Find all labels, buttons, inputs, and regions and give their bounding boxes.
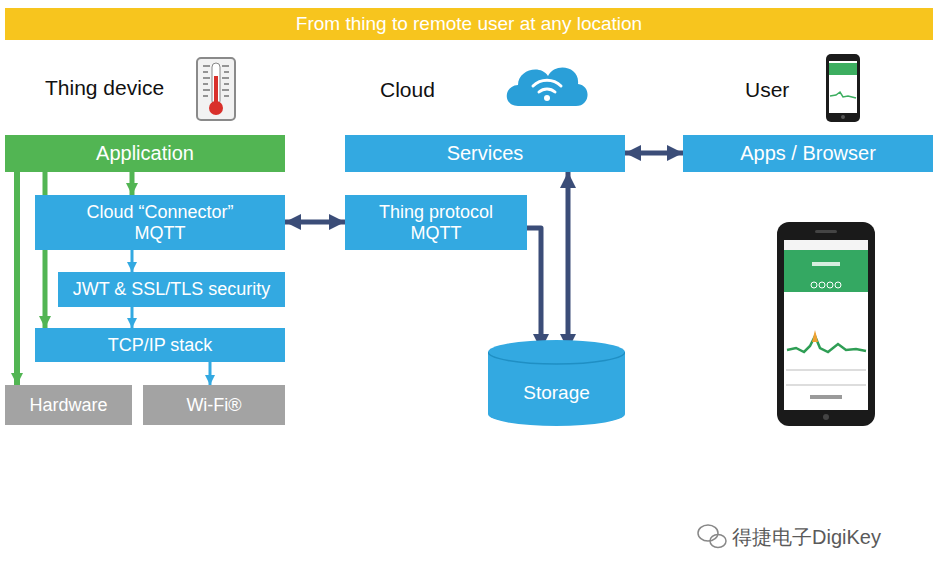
protocol-box: Thing protocol MQTT <box>345 195 527 250</box>
connector-arrow <box>131 250 134 272</box>
phone-illustration <box>777 222 875 426</box>
connector-arrow <box>14 172 20 385</box>
node-text: Cloud “Connector” MQTT <box>70 202 250 243</box>
node-text: Storage <box>523 382 590 404</box>
apps-band: Apps / Browser <box>683 135 933 172</box>
connector-arrow <box>625 151 683 156</box>
services-band: Services <box>345 135 625 172</box>
column-heading: User <box>745 78 789 102</box>
stack-box: TCP/IP stack <box>35 328 285 362</box>
application-band: Application <box>5 135 285 172</box>
node-text: Hardware <box>29 395 107 416</box>
connector-arrow <box>566 172 571 350</box>
storage-cylinder: Storage <box>488 340 625 426</box>
security-box: JWT & SSL/TLS security <box>58 272 285 307</box>
node-text: JWT & SSL/TLS security <box>73 279 271 300</box>
node-text: Apps / Browser <box>740 142 876 165</box>
connector-box: Cloud “Connector” MQTT <box>35 195 285 250</box>
phone-icon <box>826 54 860 122</box>
node-text: Thing protocol MQTT <box>366 202 506 243</box>
node-text: Services <box>447 142 524 165</box>
node-text: TCP/IP stack <box>108 335 213 356</box>
cloud-icon <box>507 68 588 106</box>
node-text: Application <box>96 142 194 165</box>
connector-arrow <box>131 307 134 328</box>
wifi-box: Wi-Fi® <box>143 385 285 425</box>
thermometer-icon <box>197 58 235 120</box>
connector-arrow <box>209 362 212 385</box>
node-text: Wi-Fi® <box>186 395 241 416</box>
column-heading: Cloud <box>380 78 435 102</box>
title-band: From thing to remote user at any locatio… <box>5 8 933 40</box>
connector-arrow <box>285 220 345 225</box>
connector-arrow <box>130 172 135 195</box>
column-heading: Thing device <box>45 76 164 100</box>
hardware-box: Hardware <box>5 385 132 425</box>
wechat-icon <box>698 525 726 548</box>
watermark: 得捷电子DigiKey <box>732 524 881 551</box>
title-text: From thing to remote user at any locatio… <box>296 13 642 35</box>
connector-arrow <box>527 228 541 350</box>
